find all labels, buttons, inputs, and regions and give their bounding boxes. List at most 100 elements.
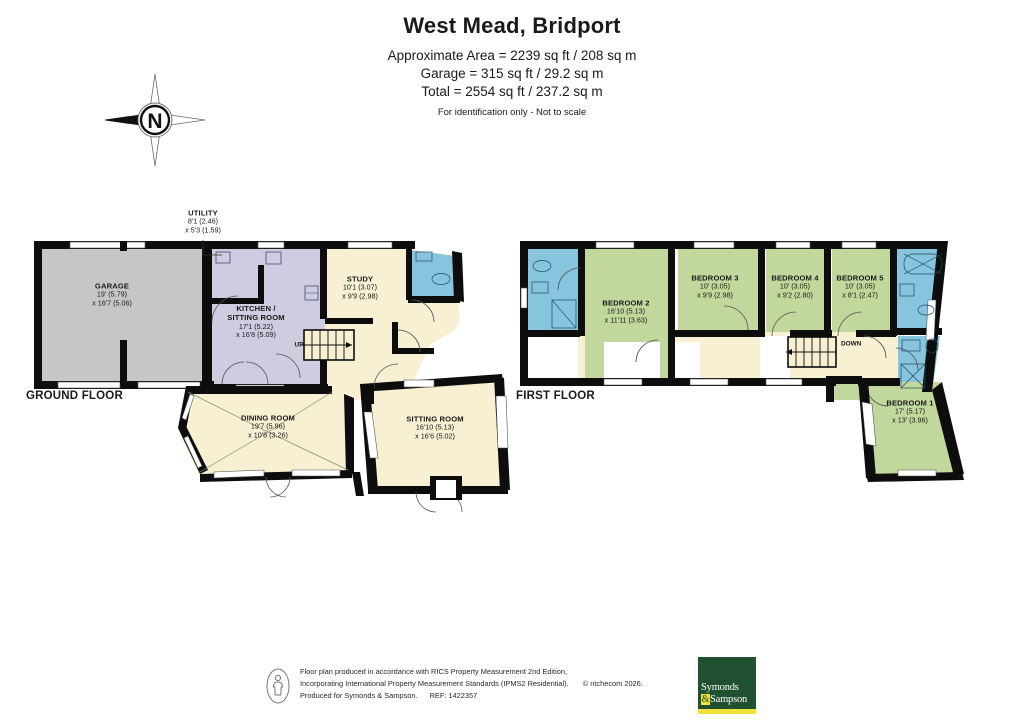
sitting-door-arc-2	[441, 491, 463, 513]
approximate-area-text: Approximate Area = 2239 sq ft / 208 sq m	[387, 48, 637, 64]
bedroom1-dim-1: 17' (5.17)	[894, 406, 926, 416]
utility-name: UTILITY	[188, 208, 218, 218]
ff-bath-right-fixtures	[899, 253, 943, 389]
sitting-wall-top	[360, 374, 503, 392]
b5-door-arc	[837, 311, 863, 337]
bedroom5-dim-2: x 8'1 (2.47)	[842, 290, 878, 300]
sitting-top-fireplace	[403, 379, 435, 388]
ff-corridor-wall-b4	[790, 330, 832, 337]
bedroom2-label: BEDROOM 2 16'10 (5.13) x 11'11 (3.63)	[602, 299, 649, 326]
ground-wc-floor	[410, 250, 458, 300]
ff-void-4	[760, 336, 790, 382]
utility-label: UTILITY 8'1 (2.46) x 5'3 (1.59)	[185, 209, 221, 236]
stairs-up-label: UP	[294, 341, 304, 349]
b1-link-wall-2	[826, 376, 834, 402]
kitchen-wall-left	[204, 241, 212, 349]
ff-wall-right-taper	[922, 241, 948, 392]
sitting-entry-pier	[366, 384, 374, 404]
bedroom1-floor	[862, 382, 962, 482]
kitchen-dim-1: 17'1 (5.22)	[238, 321, 274, 331]
kitchen-window-bottom	[235, 384, 285, 392]
dining-room-dim-1: 19'7 (5.96)	[250, 421, 286, 431]
dining-room-label: DINING ROOM 19'7 (5.96) x 10'8 (3.26)	[241, 414, 295, 441]
dining-door-arc-2	[269, 476, 291, 498]
utility-sink-1	[215, 251, 231, 264]
bedroom1-label: BEDROOM 1 17' (5.17) x 13' (3.96)	[886, 399, 933, 426]
header: West Mead, Bridport Approximate Area = 2…	[0, 13, 1024, 118]
garage-door-left	[57, 381, 121, 389]
ff-bath-right-floor	[896, 248, 944, 330]
hall-door-arc	[397, 329, 421, 353]
stairs-down-label: DOWN	[841, 340, 862, 348]
utility-wall-top	[204, 241, 326, 249]
study-label: STUDY 10'1 (3.07) x 9'9 (2.98)	[342, 275, 378, 302]
sitting-room-dim-2: x 16'6 (5.02)	[415, 431, 455, 441]
person-info-icon	[266, 668, 290, 704]
ff-bath-left-door-arc	[557, 267, 581, 291]
kitchen-wall-left-lower	[204, 332, 212, 390]
sitting-window-east	[495, 395, 509, 449]
kitchen-dim-2: x 16'8 (5.09)	[236, 330, 276, 340]
kitchen-name-line-1: KITCHEN /	[236, 303, 276, 313]
footer-reference: REF: 1422357	[429, 690, 478, 700]
ff-landing-floor	[525, 330, 900, 382]
b1-window-west	[861, 401, 877, 447]
bedroom4-dim-1: 10' (3.05)	[779, 281, 811, 291]
bedroom2-dim-1: 16'10 (5.13)	[606, 306, 646, 316]
logo-line-2-text: Sampson	[709, 694, 748, 705]
dining-wall-sw	[178, 426, 208, 474]
ff-void-1	[527, 336, 578, 382]
ff-part-b4-b5	[824, 241, 831, 336]
gf-wc-door-arc	[411, 299, 435, 323]
bedroom5-label: BEDROOM 5 10' (3.05) x 8'1 (2.47)	[836, 274, 883, 301]
footer-line-3: Produced for Symonds & Sampson.	[300, 690, 418, 700]
kitchen-name-line-2: SITTING ROOM	[227, 313, 285, 323]
gf-wc-toilet	[431, 273, 451, 285]
footer-text: Floor plan produced in accordance with R…	[300, 666, 643, 702]
kitchen-hob	[304, 285, 319, 301]
bedroom4-name: BEDROOM 4	[771, 273, 819, 283]
study-dim-2: x 9'9 (2.98)	[342, 291, 378, 301]
ground-floor-label: GROUND FLOOR	[26, 390, 123, 402]
dining-room-name: DINING ROOM	[241, 413, 295, 423]
sitting-wall-bottom	[368, 486, 508, 494]
garage-wall-top	[34, 241, 214, 249]
garage-label: GARAGE 19' (5.79) x 16'7 (5.06)	[92, 282, 132, 309]
ff-corridor-wall-b3	[675, 330, 765, 337]
dining-window-s2	[291, 469, 341, 477]
b1-window-south	[897, 469, 937, 477]
ff-bath-right-door-arc	[895, 347, 919, 371]
sitting-wall-east	[494, 376, 510, 490]
gf-wc-wall-left	[406, 248, 412, 300]
study-floor	[325, 246, 460, 400]
b1-wall-south	[866, 472, 964, 482]
logo-accent-bar	[698, 709, 756, 714]
study-wall-bottom	[325, 318, 373, 324]
ff-void-3	[672, 342, 700, 382]
b4-door-arc	[771, 311, 797, 337]
b1-wall-nw	[858, 378, 900, 386]
ff-wall-left	[520, 241, 528, 386]
footer: Floor plan produced in accordance with R…	[266, 662, 766, 718]
garage-dim-2: x 16'7 (5.06)	[92, 298, 132, 308]
ff-window-bath-right	[925, 299, 937, 341]
study-window-top	[347, 241, 393, 249]
footer-line-3-wrap: Produced for Symonds & Sampson. REF: 142…	[300, 690, 643, 702]
ff-part-bath-b2	[578, 241, 585, 336]
garage-name: GARAGE	[94, 281, 130, 291]
ff-window-b2-bottom	[603, 378, 643, 386]
garage-door-right	[137, 381, 201, 389]
gf-wc-wall-right	[452, 251, 464, 302]
ff-bath-left-basin	[531, 281, 549, 294]
bedroom4-label: BEDROOM 4 10' (3.05) x 9'2 (2.80)	[771, 274, 818, 301]
gf-entry-block	[430, 476, 462, 500]
ff-bath-right2-floor	[898, 336, 940, 392]
footer-line-1: Floor plan produced in accordance with R…	[300, 667, 568, 676]
symonds-sampson-logo[interactable]: Symonds &Sampson	[698, 657, 756, 714]
b1-door-arc	[865, 383, 889, 407]
bedroom3-dim-2: x 9'9 (2.98)	[697, 290, 733, 300]
bedroom5-dim-1: 10' (3.05)	[844, 281, 876, 291]
garage-area-text: Garage = 315 sq ft / 29.2 sq m	[420, 66, 604, 82]
sitting-window-west	[363, 411, 379, 459]
